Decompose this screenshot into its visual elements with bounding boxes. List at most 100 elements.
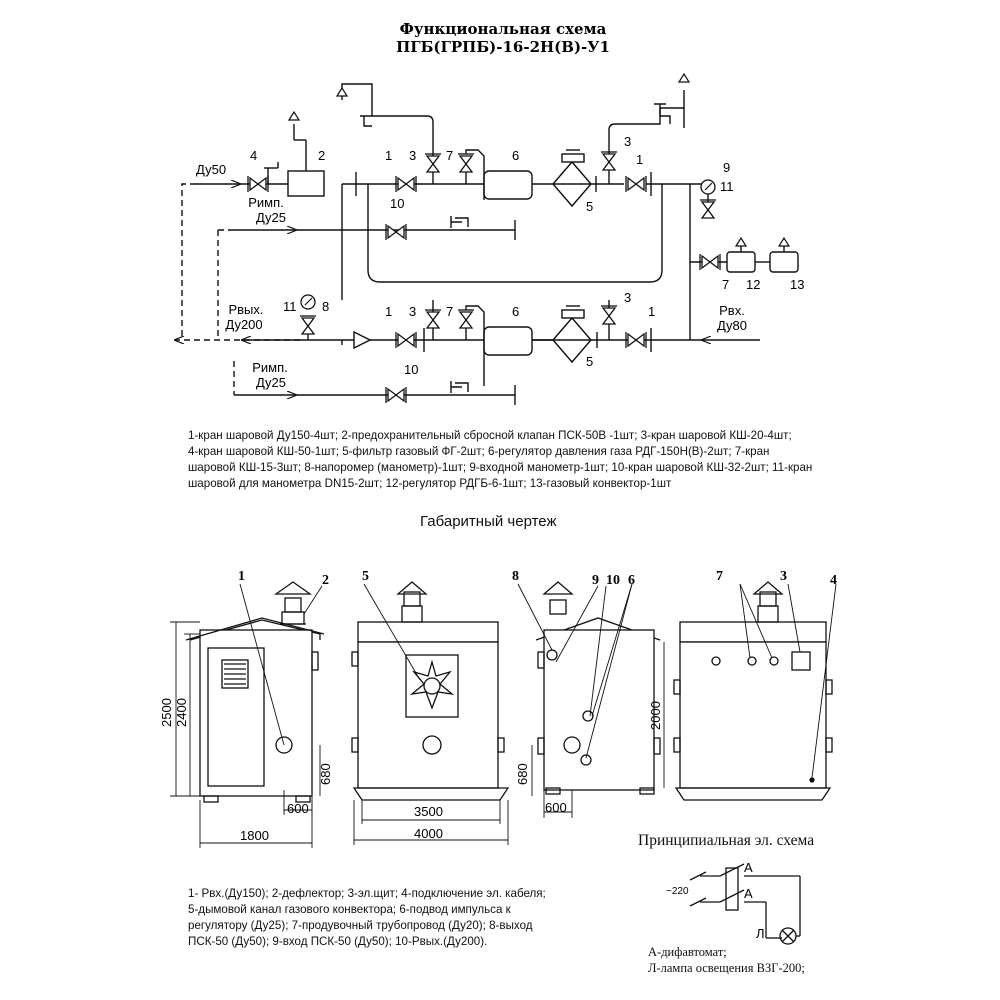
label-rimp-bottom: Римп. xyxy=(252,360,288,375)
valve-7a-icon xyxy=(457,153,475,173)
view1-body xyxy=(199,629,313,797)
title-line-1: Функциональная схема xyxy=(400,20,607,38)
num-7c: 7 xyxy=(446,304,453,319)
num-1c: 1 xyxy=(385,304,392,319)
num-1a: 1 xyxy=(385,148,392,163)
callout-8: 8 xyxy=(512,569,519,584)
view2-outlet-hole xyxy=(422,735,442,755)
dim-680-b: 680 xyxy=(515,763,530,785)
dashed-du50-line xyxy=(181,183,196,340)
valve-4-icon xyxy=(247,175,269,193)
label-du200: Ду200 xyxy=(225,317,262,332)
valve-11b-icon xyxy=(299,315,317,335)
callout-7: 7 xyxy=(716,569,723,584)
regulator-6a-box xyxy=(483,170,533,200)
view2-smoke-channel xyxy=(405,654,459,718)
el-l-label: Л xyxy=(756,926,765,941)
callout-1: 1 xyxy=(238,569,245,584)
num-3c: 3 xyxy=(409,304,416,319)
num-2: 2 xyxy=(318,148,325,163)
dim-600-b: 600 xyxy=(545,800,567,815)
valve-3c-icon xyxy=(424,309,442,329)
legend-functional: 1-кран шаровой Ду150-4шт; 2-предохраните… xyxy=(188,428,848,492)
dim-4000: 4000 xyxy=(414,826,443,841)
check-valve-icon xyxy=(353,330,372,350)
vent-top-left-icon xyxy=(336,87,348,97)
functional-scheme-labels: Ду50 Римп. Ду25 Рвых. Ду200 Римп. Ду25 Р… xyxy=(196,134,804,390)
num-6a: 6 xyxy=(512,148,519,163)
valve-7c-icon xyxy=(457,309,475,329)
psk-2-box xyxy=(287,170,325,197)
callout-5: 5 xyxy=(362,569,369,584)
view1-door xyxy=(207,647,265,787)
num-11b: 11 xyxy=(283,299,297,314)
legend-functional-line-3: шаровой КШ-15-3шт; 8-напоромер (манометр… xyxy=(188,461,813,474)
valve-7b-icon xyxy=(699,253,721,271)
electrical-labels: ~220 А А Л xyxy=(666,860,765,941)
view1-deflector-pipe xyxy=(281,611,305,625)
dim-1800: 1800 xyxy=(240,828,269,843)
label-rvh: Рвх. xyxy=(719,303,745,318)
legend-dimension-line-4: ПСК-50 (Ду50); 9-вход ПСК-50 (Ду50); 10-… xyxy=(188,935,488,948)
label-du25-top: Ду25 xyxy=(256,210,286,225)
num-7b: 7 xyxy=(722,277,729,292)
vent-top-right-icon xyxy=(678,73,690,83)
el-voltage: ~220 xyxy=(666,886,689,897)
view4-el-panel xyxy=(791,651,811,671)
dim-3500: 3500 xyxy=(414,804,443,819)
electrical-title: Принципиальная эл. схема xyxy=(638,832,815,849)
num-9: 9 xyxy=(723,160,730,175)
title-line-2: ПГБ(ГРПБ)-16-2Н(В)-У1 xyxy=(396,38,610,56)
num-3d: 3 xyxy=(624,290,631,305)
view4-roof xyxy=(679,621,827,643)
legend-functional-line-1: 1-кран шаровой Ду150-4шт; 2-предохраните… xyxy=(188,429,792,442)
manometer-9-icon xyxy=(700,179,716,195)
callout-3: 3 xyxy=(780,569,787,584)
dim-2000: 2000 xyxy=(648,701,663,730)
dim-2500: 2500 xyxy=(159,698,174,727)
num-6b: 6 xyxy=(512,304,519,319)
dim-2400: 2400 xyxy=(174,698,189,727)
electrical-scheme xyxy=(689,863,801,945)
valve-10-bottom-icon xyxy=(385,386,407,404)
dimension-drawing xyxy=(170,581,837,848)
num-10b: 10 xyxy=(404,362,418,377)
num-5a: 5 xyxy=(586,199,593,214)
electrical-note-1: А-дифавтомат; xyxy=(648,945,727,959)
regulator-12-box xyxy=(726,251,756,273)
vent-psk-icon xyxy=(288,111,300,121)
num-1b: 1 xyxy=(636,152,643,167)
num-8: 8 xyxy=(322,299,329,314)
num-11a: 11 xyxy=(720,179,734,194)
valve-11a-icon xyxy=(699,199,717,219)
num-13: 13 xyxy=(790,277,804,292)
convector-13-box xyxy=(769,251,799,273)
dim-680-a: 680 xyxy=(318,763,333,785)
callout-9: 9 xyxy=(592,573,599,588)
vent-13-icon xyxy=(778,237,790,247)
view2-body xyxy=(357,641,499,789)
valve-10-top-icon xyxy=(385,223,407,241)
label-rvyh: Рвых. xyxy=(228,302,263,317)
valve-3d-icon xyxy=(600,305,618,325)
valve-3b-icon xyxy=(600,151,618,171)
dim-600-a: 600 xyxy=(287,801,309,816)
callout-2: 2 xyxy=(322,573,329,588)
view4-base xyxy=(674,787,832,801)
num-3b: 3 xyxy=(624,134,631,149)
valve-1d-icon xyxy=(625,331,647,349)
valve-3a-icon xyxy=(424,153,442,173)
el-a-bottom: А xyxy=(744,886,753,901)
electrical-note-2: Л-лампа освещения ВЗГ-200; xyxy=(648,961,805,975)
num-4: 4 xyxy=(250,148,257,163)
view4-body xyxy=(679,641,827,789)
valve-1c-icon xyxy=(395,331,417,349)
label-du50: Ду50 xyxy=(196,162,226,177)
view3-outlet-hole xyxy=(563,736,581,754)
label-du25-bottom: Ду25 xyxy=(256,375,286,390)
label-du80: Ду80 xyxy=(717,318,747,333)
vent-12-icon xyxy=(735,237,747,247)
electrical-notes: А-дифавтомат; Л-лампа освещения ВЗГ-200; xyxy=(648,944,805,976)
num-5b: 5 xyxy=(586,354,593,369)
num-3a: 3 xyxy=(409,148,416,163)
